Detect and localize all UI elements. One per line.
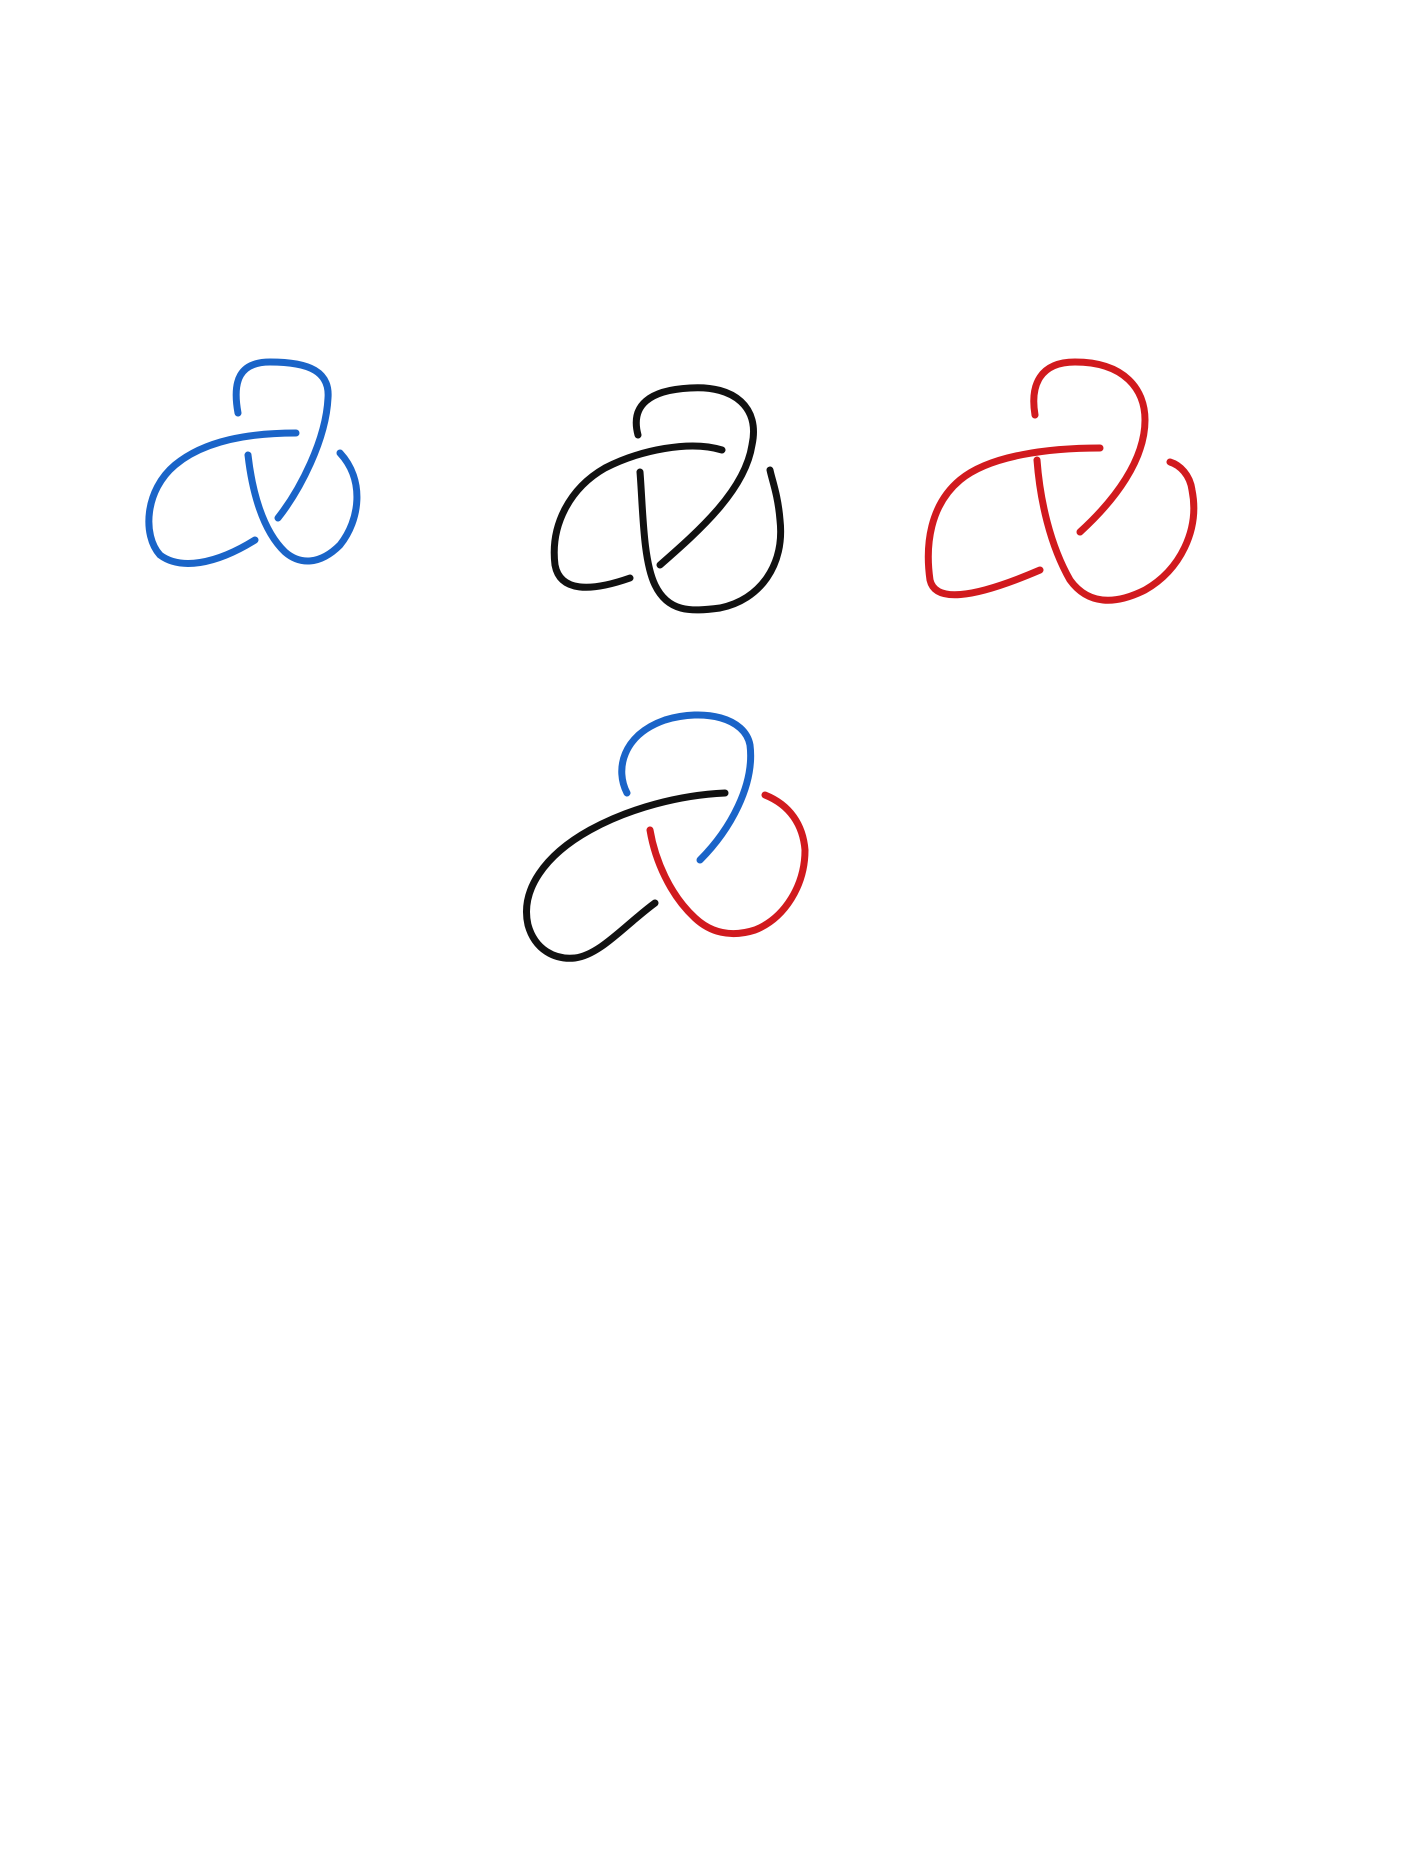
knot-tricolored-arc-black bbox=[523, 789, 729, 962]
knot-red-arc-1 bbox=[1030, 358, 1149, 536]
knot-black-arc-1 bbox=[632, 384, 757, 569]
knot-red-arc-2 bbox=[924, 444, 1104, 599]
knot-blue-arc-3 bbox=[244, 449, 361, 565]
knot-black-arc-2 bbox=[550, 442, 726, 591]
knot-tricolored bbox=[523, 711, 809, 962]
knot-blue-arc-1 bbox=[232, 358, 332, 522]
knot-red-arc-3 bbox=[1033, 456, 1198, 604]
knot-black-arc-3 bbox=[636, 466, 785, 614]
knot-red bbox=[924, 358, 1198, 604]
knot-tricolored-arc-red bbox=[646, 791, 809, 938]
knot-blue bbox=[145, 358, 361, 567]
knot-black bbox=[550, 384, 785, 614]
knot-tricolored-arc-blue bbox=[618, 711, 755, 864]
knot-blue-arc-2 bbox=[145, 429, 300, 567]
